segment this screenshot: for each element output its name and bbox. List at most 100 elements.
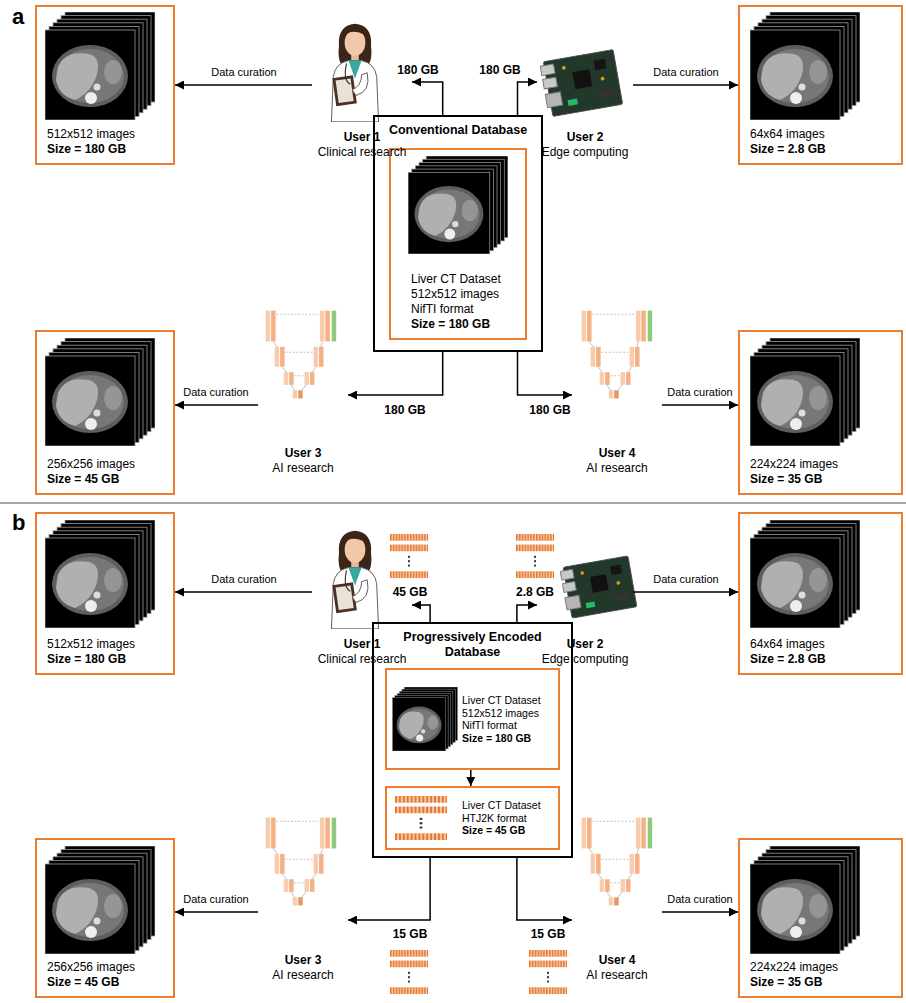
panel-letter: a (12, 4, 24, 30)
edge-label: Data curation (651, 65, 720, 79)
transfer-arrow (470, 770, 472, 786)
user-text: User 3 (285, 953, 322, 968)
transfer-arrow (517, 605, 537, 622)
user-text: Clinical research (318, 145, 407, 160)
box-text: 64x64 images (750, 127, 825, 142)
output-box: 64x64 imagesSize = 2.8 GB (738, 512, 903, 675)
user-text: User 3 (285, 446, 322, 461)
network-icon (582, 311, 653, 399)
user-text: Edge computing (542, 652, 629, 667)
curation-arrow (662, 911, 738, 913)
box-text: 256x256 images (47, 960, 135, 975)
edge-label: 180 GB (527, 403, 572, 417)
user-text: AI research (272, 461, 333, 476)
ct-stack (45, 338, 155, 446)
user-node: User 4AI research (572, 300, 662, 478)
network-icon (582, 818, 653, 906)
box-text: 512x512 images (47, 637, 135, 652)
dataset-text: 512x512 images (462, 707, 539, 720)
dataset-box: Liver CT DatasetHTJ2K formatSize = 45 GB (385, 786, 560, 850)
ct-stack (750, 846, 860, 954)
encoded-bars (390, 534, 428, 578)
ct-stack (408, 156, 508, 254)
board-figure (560, 556, 637, 619)
dataset-text: Liver CT Dataset (462, 799, 541, 812)
dataset-text: Liver CT Dataset (462, 694, 541, 707)
edge-label: 180 GB (382, 403, 427, 417)
edge-label: 15 GB (391, 927, 430, 941)
edge-label: 180 GB (395, 63, 440, 77)
edge-label: 2.8 GB (514, 585, 556, 599)
edge-label: Data curation (665, 892, 734, 906)
ct-stack (45, 846, 155, 954)
user-text: User 4 (599, 953, 636, 968)
curation-arrow (175, 591, 312, 593)
doctor-figure (331, 531, 378, 629)
ct-stack (750, 520, 860, 628)
curation-arrow (633, 84, 738, 86)
edge-label: Data curation (209, 572, 278, 586)
edge-label: 45 GB (391, 585, 430, 599)
user-text: User 2 (567, 130, 604, 145)
transfer-arrow (348, 858, 430, 920)
curation-arrow (175, 911, 258, 913)
database-title: Conventional Database (378, 123, 538, 138)
dataset-text: 512x512 images (411, 287, 499, 302)
encoded-bars (529, 950, 567, 994)
dataset-text: Size = 180 GB (462, 732, 531, 745)
user-text: AI research (272, 968, 333, 983)
user-text: Clinical research (318, 652, 407, 667)
box-text: 256x256 images (47, 457, 135, 472)
network-icon (266, 818, 337, 906)
box-text: Size = 180 GB (47, 652, 126, 667)
box-text: 64x64 images (750, 637, 825, 652)
user-text: AI research (586, 968, 647, 983)
box-text: Size = 2.8 GB (750, 652, 826, 667)
transfer-arrow (518, 352, 573, 395)
board-figure (540, 50, 623, 118)
dataset-text: Size = 45 GB (462, 824, 525, 837)
transfer-arrow (412, 605, 430, 622)
curation-arrow (662, 404, 738, 406)
box-text: Size = 45 GB (47, 472, 119, 487)
ct-stack (750, 338, 860, 446)
encoded-bars (390, 950, 428, 994)
user-text: User 1 (344, 637, 381, 652)
output-box: 256x256 imagesSize = 45 GB (35, 838, 175, 998)
user-text: AI research (586, 461, 647, 476)
edge-label: Data curation (181, 385, 250, 399)
dataset-box: Liver CT Dataset512x512 imagesNifTI form… (385, 668, 560, 770)
curation-arrow (175, 84, 312, 86)
transfer-arrow (348, 352, 443, 395)
output-box: 64x64 imagesSize = 2.8 GB (738, 5, 903, 165)
user-node: User 3AI research (258, 300, 348, 478)
ct-stack (750, 12, 860, 120)
dataset-text: NifTI format (462, 719, 517, 732)
box-text: Size = 180 GB (47, 142, 126, 157)
box-text: Size = 35 GB (750, 472, 822, 487)
output-box: 224x224 imagesSize = 35 GB (738, 330, 903, 495)
user-node: User 4AI research (572, 807, 662, 985)
network-icon (266, 311, 337, 399)
panel-separator (0, 502, 906, 504)
curation-arrow (633, 591, 738, 593)
ct-stack (392, 687, 457, 751)
database-box: Progressively Encoded DatabaseLiver CT D… (372, 622, 573, 858)
encoded-bars (516, 534, 554, 578)
database-title: Progressively Encoded Database (393, 630, 553, 660)
user-text: User 1 (344, 130, 381, 145)
edge-label: Data curation (209, 65, 278, 79)
box-text: Size = 45 GB (47, 975, 119, 990)
dataset-text: HTJ2K format (462, 812, 527, 825)
box-text: 224x224 images (750, 457, 838, 472)
user-node: User 1Clinical research (312, 18, 412, 162)
edge-label: Data curation (181, 892, 250, 906)
output-box: 224x224 imagesSize = 35 GB (738, 838, 903, 998)
doctor-figure (331, 24, 378, 122)
box-text: Size = 2.8 GB (750, 142, 826, 157)
dataset-box: Liver CT Dataset512x512 imagesNifTI form… (389, 148, 527, 340)
box-text: 512x512 images (47, 127, 135, 142)
transfer-arrow (517, 858, 572, 920)
edge-label: Data curation (665, 385, 734, 399)
